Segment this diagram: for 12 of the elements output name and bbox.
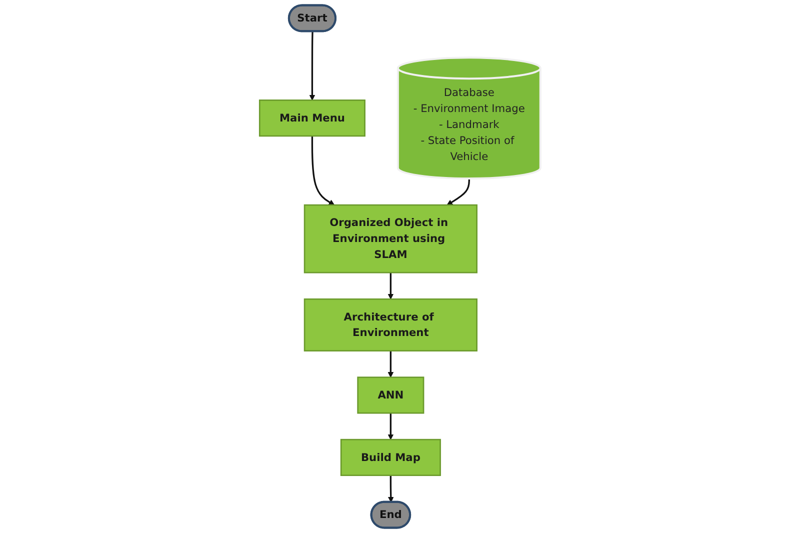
node-box: Build Map (340, 438, 441, 476)
arrow (388, 475, 394, 502)
node-box: Main Menu (258, 100, 366, 137)
arrow (311, 136, 335, 206)
arrow (388, 350, 394, 378)
arrow (309, 31, 316, 100)
node-box: Organized Object in Environment using SLAM (304, 204, 478, 274)
arrow (388, 272, 394, 300)
arrow (446, 178, 470, 206)
node-box: Architecture of Environment (304, 298, 478, 352)
arrow (388, 413, 394, 440)
node-box: ANN (357, 376, 424, 414)
